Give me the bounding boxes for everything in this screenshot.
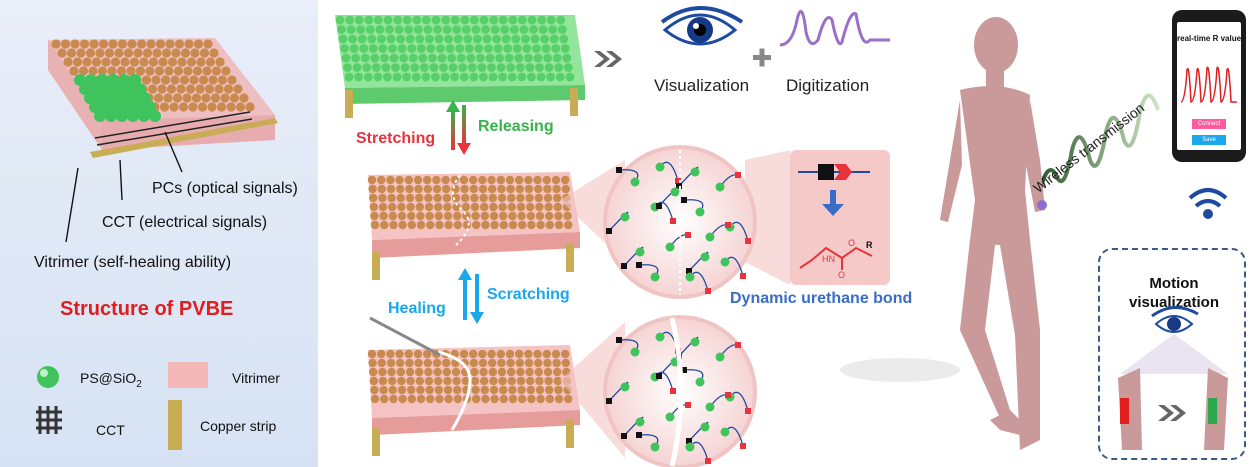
green-sphere-cluster bbox=[74, 74, 161, 122]
digitization-waveform-icon bbox=[779, 9, 890, 47]
phone-screen: real-time R value Connect Save bbox=[1177, 22, 1241, 150]
stretching-label: Stretching bbox=[356, 130, 436, 147]
urethane-bond-label: Dynamic urethane bond bbox=[730, 290, 913, 307]
scratching-label: Scratching bbox=[487, 286, 570, 303]
structure-panel: PCs (optical signals) CCT (electrical si… bbox=[0, 0, 318, 467]
urethane-bond-box bbox=[790, 150, 890, 285]
chem-r-label: R bbox=[866, 240, 873, 250]
motion-visualization-illustration bbox=[1118, 306, 1228, 450]
motion-visualization-box: Motion visualization bbox=[1098, 248, 1246, 460]
plus-icon bbox=[753, 48, 771, 67]
phone-title: real-time R value bbox=[1177, 34, 1242, 43]
chevron-icon bbox=[594, 51, 622, 67]
human-figure bbox=[940, 17, 1045, 450]
wrist-sensor-dot bbox=[1037, 200, 1047, 210]
stretch-release-arrows bbox=[446, 100, 471, 155]
structure-title: Structure of PVBE bbox=[60, 298, 234, 320]
green-block-top bbox=[335, 15, 585, 118]
motion-visualization-title: Motion visualization bbox=[1128, 275, 1220, 311]
digitization-label: Digitization bbox=[786, 76, 870, 95]
cct-label: CCT (electrical signals) bbox=[102, 214, 268, 231]
connect-button[interactable]: Connect bbox=[1192, 119, 1226, 129]
chem-o-ester-label: O bbox=[848, 238, 856, 248]
vitrimer-legend-swatch bbox=[168, 362, 208, 388]
chem-o-carbonyl-label: O bbox=[838, 270, 846, 280]
releasing-label: Releasing bbox=[478, 118, 554, 135]
chem-hn-label: HN bbox=[822, 254, 835, 264]
visualization-label: Visualization bbox=[654, 76, 750, 95]
pink-block-scratched bbox=[367, 316, 580, 456]
pcs-label: PCs (optical signals) bbox=[152, 180, 298, 197]
r-value-waveform bbox=[1180, 66, 1237, 103]
save-button[interactable]: Save bbox=[1192, 135, 1226, 145]
pink-block-stretched bbox=[367, 172, 580, 280]
wireless-signal-wave bbox=[1038, 93, 1160, 191]
cct-legend-label: CCT bbox=[96, 422, 125, 438]
pvbe-structure-illustration bbox=[36, 38, 278, 450]
motion-chevron-icon bbox=[1158, 405, 1186, 421]
smartphone: real-time R value Connect Save bbox=[1172, 10, 1246, 162]
down-arrow-icon bbox=[822, 204, 844, 216]
vitrimer-legend-label: Vitrimer bbox=[232, 370, 280, 386]
copper-strip-legend-label: Copper strip bbox=[200, 418, 277, 434]
copper-strip-legend-swatch bbox=[168, 400, 182, 450]
healing-label: Healing bbox=[388, 300, 446, 317]
cct-legend-icon bbox=[36, 406, 62, 434]
vitrimer-label: Vitrimer (self-healing ability) bbox=[34, 254, 232, 271]
cct-mesh bbox=[94, 111, 253, 146]
eye-icon bbox=[660, 6, 744, 46]
ps-sio2-legend-label: PS@SiO2 bbox=[80, 370, 142, 390]
heal-scratch-arrows bbox=[458, 268, 484, 324]
wifi-icon bbox=[1188, 188, 1228, 219]
